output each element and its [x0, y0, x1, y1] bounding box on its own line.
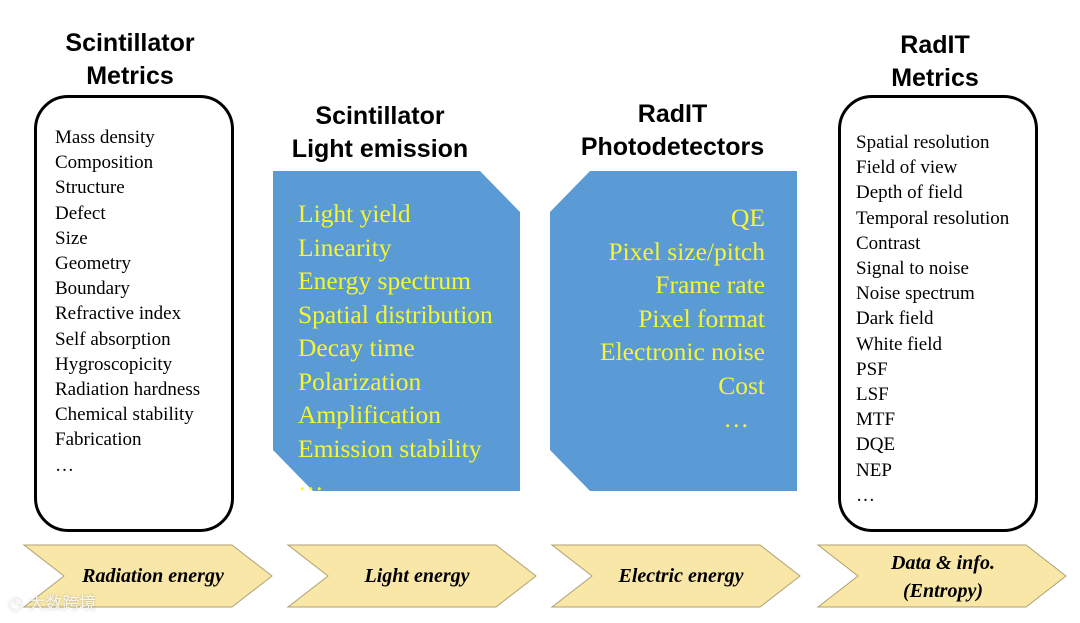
watermark-text: 大数跨境: [28, 594, 97, 614]
light-emission-clip: Light yield Linearity Energy spectrum Sp…: [273, 171, 520, 491]
scintillator-metrics-title: Scintillator Metrics: [30, 27, 230, 93]
light-emission-panel: [273, 171, 520, 491]
scintillator-metrics-box: [34, 95, 234, 532]
list-item: Defect: [55, 202, 106, 224]
arrow-label-light: Light energy: [364, 565, 470, 587]
arrow-label-line-1: Data & info.: [891, 552, 995, 574]
list-item: NEP: [856, 459, 892, 481]
list-item: Amplification: [298, 400, 442, 429]
list-item: Boundary: [55, 278, 130, 300]
title-line-1: Scintillator: [65, 29, 195, 57]
list-item: Dark field: [856, 308, 934, 330]
title-line-2: Light emission: [291, 135, 469, 163]
list-item: Light yield: [298, 199, 411, 228]
list-item: Structure: [55, 177, 125, 199]
list-item: Cost: [718, 370, 765, 400]
list-item: Fabrication: [55, 429, 142, 451]
list-item: LSF: [856, 384, 889, 406]
photodetectors-title: RadIT Photodetectors: [555, 98, 790, 164]
list-item: Radiation hardness: [55, 379, 201, 401]
list-item: Frame rate: [655, 270, 765, 299]
list-item: …: [723, 404, 750, 433]
list-item: Hygroscopicity: [55, 353, 173, 375]
light-emission-list: Light yield Linearity Energy spectrum Sp…: [298, 197, 493, 491]
list-item: …: [55, 454, 74, 476]
photodetectors-list: QE Pixel size/pitch Frame rate Pixel for…: [566, 201, 765, 436]
list-item: Size: [55, 227, 88, 249]
list-item: QE: [731, 203, 765, 232]
list-item: Energy spectrum: [298, 266, 472, 295]
list-item: …: [298, 467, 324, 491]
watermark-logo: ◔ 大数跨境: [8, 589, 96, 614]
list-item: Decay time: [298, 333, 415, 362]
list-item: Spatial distribution: [298, 299, 493, 329]
arrow-label-electric: Electric energy: [618, 565, 744, 587]
title-line-1: Scintillator: [315, 102, 445, 130]
list-item: Noise spectrum: [856, 283, 975, 305]
list-item: MTF: [856, 409, 896, 431]
radit-metrics-list: Spatial resolution Field of view Depth o…: [856, 130, 1009, 508]
arrow-radiation-energy: [22, 544, 273, 608]
radit-metrics-title: RadIT Metrics: [840, 29, 1030, 95]
list-item: Temporal resolution: [856, 207, 1010, 229]
list-item: Geometry: [55, 253, 131, 275]
list-item: Contrast: [856, 232, 921, 254]
list-item: White field: [856, 333, 942, 355]
radit-metrics-box: [838, 95, 1038, 532]
list-item: Field of view: [856, 157, 958, 179]
title-line-1: RadIT: [637, 100, 708, 128]
list-item: Pixel format: [638, 303, 765, 333]
title-line-2: Photodetectors: [580, 133, 765, 161]
list-item: Depth of field: [856, 182, 963, 204]
list-item: Self absorption: [55, 328, 171, 350]
list-item: DQE: [856, 434, 896, 456]
list-item: Chemical stability: [55, 404, 194, 426]
title-line-1: RadIT: [900, 31, 970, 59]
title-line-2: Metrics: [891, 64, 979, 92]
watermark-icon: ◔: [8, 594, 23, 614]
list-item: Pixel size/pitch: [608, 236, 765, 266]
light-emission-title: Scintillator Light emission: [270, 100, 490, 166]
list-item: Spatial resolution: [856, 132, 990, 153]
arrow-label-line-2: (Entropy): [903, 580, 983, 602]
arrow-label-radiation: Radiation energy: [82, 565, 224, 587]
title-line-2: Metrics: [86, 62, 174, 90]
list-item: PSF: [856, 358, 888, 380]
arrow-light-energy: [286, 544, 537, 608]
photodetectors-panel: [550, 171, 797, 491]
arrow-label-data: Data & info. (Entropy): [834, 549, 1052, 605]
list-item: Linearity: [298, 232, 392, 262]
list-item: …: [856, 484, 875, 506]
list-item: Composition: [55, 152, 154, 174]
list-item: Refractive index: [55, 303, 182, 325]
scintillator-metrics-list: Mass density Composition Structure Defec…: [55, 125, 200, 478]
list-item: Signal to noise: [856, 258, 969, 280]
list-item: Electronic noise: [600, 337, 765, 366]
arrow-electric-energy: [550, 544, 801, 608]
list-item: Polarization: [298, 366, 422, 396]
arrow-data-info: [816, 544, 1067, 608]
list-item: Mass density: [55, 127, 155, 148]
list-item: Emission stability: [298, 433, 482, 463]
